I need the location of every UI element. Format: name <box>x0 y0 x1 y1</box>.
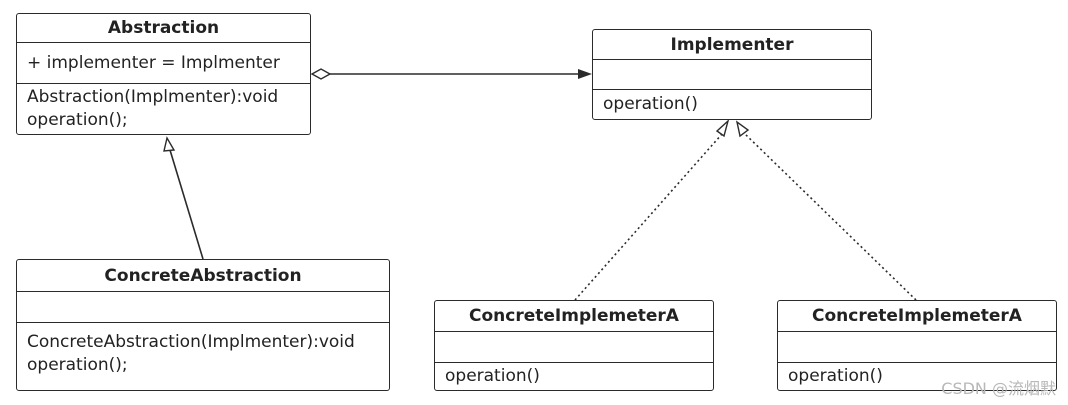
arrowhead-icon <box>578 69 592 79</box>
aggregation-relation <box>310 68 592 80</box>
class-name: ConcreteImplemeterA <box>435 301 713 332</box>
operation: operation(); <box>27 355 128 375</box>
class-concrete-implementer-a-right[interactable]: ConcreteImplemeterA operation() <box>777 300 1057 391</box>
operation: Abstraction(Implmenter):void <box>27 87 279 107</box>
class-name: Abstraction <box>17 14 310 44</box>
operation: operation(); <box>27 110 128 130</box>
class-abstraction[interactable]: Abstraction + implementer = Implmenter A… <box>16 13 311 135</box>
class-operations: operation() <box>778 363 1056 390</box>
operation: operation() <box>603 94 698 114</box>
operation: operation() <box>445 366 540 386</box>
class-name: Implementer <box>593 30 871 60</box>
realization-relation-right <box>735 120 917 301</box>
attribute: + implementer = Implmenter <box>27 53 280 74</box>
watermark: CSDN @流烟默 <box>941 379 1056 398</box>
realization-relation-left <box>574 118 730 301</box>
class-implementer[interactable]: Implementer operation() <box>592 29 872 120</box>
class-concrete-implementer-a-left[interactable]: ConcreteImplemeterA operation() <box>434 300 714 391</box>
class-operations: ConcreteAbstraction(Implmenter):void ope… <box>17 323 389 379</box>
class-operations: operation() <box>593 90 871 118</box>
class-operations: Abstraction(Implmenter):void operation()… <box>17 84 310 134</box>
class-operations: operation() <box>435 363 713 390</box>
class-attributes <box>778 332 1056 363</box>
hollow-triangle-icon <box>735 120 750 138</box>
class-attributes <box>593 60 871 90</box>
class-name: ConcreteAbstraction <box>17 260 389 292</box>
class-concrete-abstraction[interactable]: ConcreteAbstraction ConcreteAbstraction(… <box>16 259 390 391</box>
aggregation-diamond-icon <box>310 68 332 80</box>
operation: ConcreteAbstraction(Implmenter):void <box>27 332 355 352</box>
class-name: ConcreteImplemeterA <box>778 301 1056 332</box>
class-attributes <box>435 332 713 363</box>
class-attributes: + implementer = Implmenter <box>17 43 310 84</box>
class-attributes <box>17 292 389 323</box>
generalization-relation <box>163 136 204 260</box>
hollow-triangle-icon <box>715 118 730 138</box>
operation: operation() <box>788 366 883 386</box>
hollow-triangle-icon <box>163 136 176 152</box>
